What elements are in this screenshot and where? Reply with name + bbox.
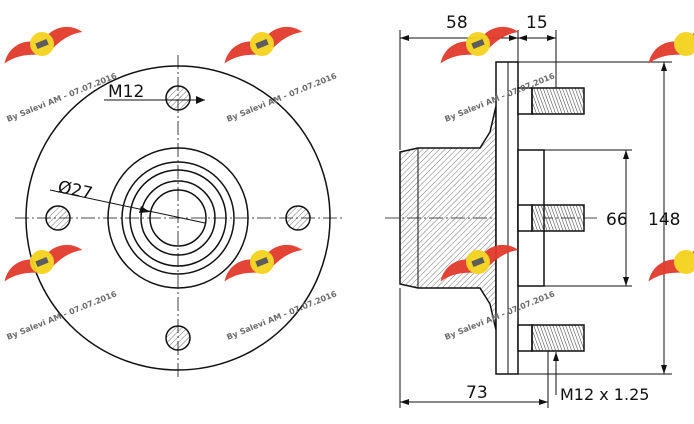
watermark-logo — [440, 26, 519, 64]
watermark-logo — [4, 26, 83, 64]
bore-arrow — [139, 206, 150, 213]
m12-label: M12 — [108, 82, 144, 102]
stud-thread-bottom — [531, 324, 585, 352]
dim-15-label: 15 — [526, 13, 548, 33]
flange-outline — [25, 65, 331, 371]
hub-ring-3 — [129, 169, 227, 267]
watermark-text: By Salevi AM - 07.07.2016 — [5, 71, 118, 124]
stud-hole-right — [285, 205, 311, 231]
m12-arrow — [196, 96, 205, 104]
hub-ring-outer — [107, 147, 249, 289]
watermark-logo — [440, 244, 519, 282]
stud-head-mid — [517, 204, 533, 232]
watermark-logo — [648, 26, 694, 64]
watermark-logo — [4, 244, 83, 282]
hub-ring-2 — [121, 161, 235, 275]
stud-hole-bottom — [165, 325, 191, 351]
dim-148-label: 148 — [648, 210, 680, 230]
stud-thread-top — [531, 87, 585, 115]
dim-58-label: 58 — [446, 13, 468, 33]
bore-leader — [49, 189, 206, 224]
front-view — [15, 55, 345, 380]
dim-66-label: 66 — [606, 210, 628, 230]
stud-hole-left — [45, 205, 71, 231]
stud-thread-label: M12 x 1.25 — [560, 385, 649, 404]
dimension-arrows — [400, 35, 667, 405]
watermark-text: By Salevi AM - 07.07.2016 — [5, 289, 118, 342]
stud-hole-top — [165, 85, 191, 111]
watermark-text: By Salevi AM - 07.07.2016 — [225, 289, 338, 342]
center-bore-label: Ø27 — [56, 177, 94, 204]
bearing-body — [399, 105, 497, 331]
watermark-text: By Salevi AM - 07.07.2016 — [225, 71, 338, 124]
watermark-logos — [4, 26, 694, 282]
stud-head-bottom — [517, 324, 533, 352]
stud-thread-mid — [531, 204, 585, 232]
flange-plate — [495, 61, 519, 375]
center-bore — [149, 189, 207, 247]
watermark-logo — [224, 244, 303, 282]
watermark-logo — [648, 244, 694, 282]
watermark-logo — [224, 26, 303, 64]
hub-ring-4 — [140, 180, 216, 256]
dim-73-label: 73 — [466, 383, 488, 403]
side-view — [385, 61, 600, 375]
